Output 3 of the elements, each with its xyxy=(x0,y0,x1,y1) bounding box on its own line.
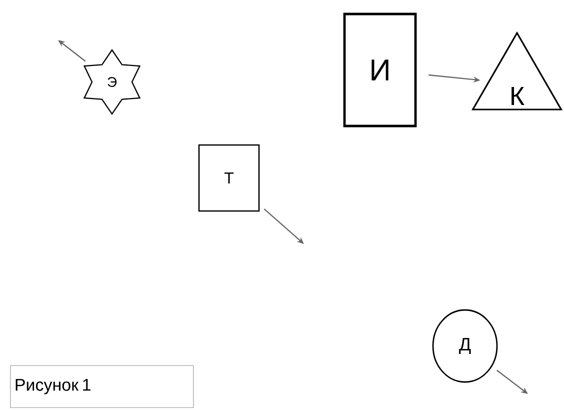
process-box: Т xyxy=(198,144,260,212)
process-box: И xyxy=(343,12,417,128)
caption-box: Рисунок 1 xyxy=(10,365,194,408)
